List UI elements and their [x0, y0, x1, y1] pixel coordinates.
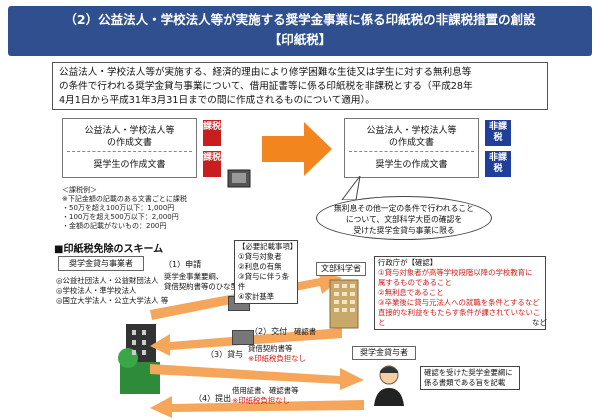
required-item: ④家計基準: [238, 292, 275, 301]
callout-line: 無利息その他一定の条件で行われること: [334, 204, 474, 213]
confirm-item: ③卒業後に貸与元法人への就職を条件とするなど: [378, 298, 540, 307]
step1-detail: 奨学金事業要綱、 貸借契約書等のひな型: [164, 272, 238, 292]
confirm-item: 直接的な利益をもたらす条件が課されていないこと: [378, 308, 541, 327]
government-building-icon: [329, 279, 359, 329]
condition-callout: 無利息その他一定の条件で行われること について、文部科学大臣の確認を 受けた奨学…: [316, 196, 492, 240]
after-doc2: 奨学生の作成文書: [375, 160, 448, 170]
header-title: （2）公益法人・学校法人等が実施する奨学金事業に係る印紙税の非課税措置の創設: [64, 12, 536, 27]
step4-label: （4）提出: [194, 394, 232, 403]
lender-types: ◎公益社団法人・公益財団法人 ◎学校法人・準学校法人 ◎国立大学法人・公立大学法…: [56, 276, 196, 306]
arrow-step3: [150, 364, 364, 390]
tax-examples-note: ＜課税例＞ ※下記金額の記載のある文書ごとに課税 ・50万を超え100万以下：1…: [62, 186, 232, 231]
mext-label: 文部科学省: [316, 262, 366, 276]
lender-type: ◎学校法人・準学校法人: [56, 286, 137, 295]
before-doc1-line2: の作成文書: [106, 138, 152, 148]
before-doc2: 奨学生の作成文書: [93, 160, 166, 170]
callout-line: について、文部科学大臣の確認を: [345, 215, 463, 224]
header-subtitle: 【印紙税】: [268, 32, 332, 47]
step3-note: ※印紙税負担なし: [248, 354, 306, 363]
step1-detail-line: 奨学金事業要綱、: [164, 272, 224, 281]
divider: [349, 151, 474, 152]
confirm-item: ②無利息であること: [378, 288, 444, 297]
lender-type: ◎国立大学法人・公立大学法人 等: [56, 296, 169, 305]
note-line: ・100万を超え500万以下：2,000円: [62, 213, 179, 221]
callout-pointer: [341, 176, 361, 200]
required-item: ②利息の有無: [238, 262, 282, 271]
step2-doc: 確認書: [294, 327, 317, 336]
confirm-title: 行政庁が【確認】: [378, 258, 438, 267]
transition-arrow-icon: [262, 122, 332, 176]
required-items-box: 【必要記載事項】 ①貸与対象者 ②利息の有無 ③貸与に伴う条件 ④家計基準: [234, 240, 298, 304]
recipient-label: 奨学金貸与者: [352, 346, 416, 360]
recipient-note-line: 係る書類である旨を記載: [424, 378, 506, 387]
required-title: 【必要記載事項】: [238, 242, 298, 251]
note-line: ・50万を超え100万以下：1,000円: [62, 204, 175, 212]
step2-label: （2）交付: [250, 327, 288, 336]
required-item: ①貸与対象者: [238, 252, 282, 261]
recipient-note-line: 確認を受けた奨学金要綱に: [424, 368, 513, 377]
revenue-stamp-icon: [227, 169, 251, 188]
after-documents-box: 公益法人・学校法人等 の作成文書 奨学生の作成文書: [344, 118, 479, 178]
before-doc1-line1: 公益法人・学校法人等: [84, 126, 175, 136]
step1-detail-line: 貸借契約書等のひな型: [164, 282, 238, 291]
step4-note: ※印紙税負担なし: [232, 396, 290, 405]
step1-label: （1）申請: [164, 260, 202, 269]
arrow-step4: [150, 396, 364, 418]
note-line: ・金額の記載がないもの：200円: [62, 222, 167, 230]
step3-doc: 貸借契約書等: [248, 344, 293, 353]
after-doc1-line2: の作成文書: [388, 138, 434, 148]
confirm-item: 属するものであること: [378, 278, 452, 287]
nontax-tag: 非課税: [485, 151, 511, 177]
description-line: の条件で行われる奨学金貸与事業について、借用証書等に係る印紙税を非課税とする（平…: [59, 81, 473, 92]
recipient-note-box: 確認を受けた奨学金要綱に 係る書類である旨を記載: [420, 366, 520, 390]
lender-label: 奨学金貸与事業者: [58, 256, 144, 271]
note-line: ※下記金額の記載のある文書ごとに課税: [62, 195, 187, 203]
scheme-title: ■印紙税免除のスキーム: [54, 244, 164, 255]
student-person-icon: [374, 365, 404, 406]
callout-line: 受けた奨学金貸与事業に限る: [353, 226, 455, 235]
description-line: 4月1日から平成31年3月31日までの間に作成されるものについて適用）。: [59, 95, 375, 106]
confirmation-box: 行政庁が【確認】 ①貸与対象者が高等学校段階以降の学校教育に 属するものであるこ…: [374, 256, 546, 330]
nontax-tag: 非課税: [485, 120, 511, 146]
step3-label: （3）貸与: [206, 350, 244, 359]
step4-doc: 借用証書、確認書等: [232, 386, 299, 395]
before-documents-box: 公益法人・学校法人等 の作成文書 奨学生の作成文書: [62, 118, 197, 178]
document-stamp-icon: [232, 330, 254, 345]
description-box: 公益法人・学校法人等が実施する、経済的理由により修学困難な生徒又は学生に対する無…: [52, 62, 548, 110]
page-header: （2）公益法人・学校法人等が実施する奨学金事業に係る印紙税の非課税措置の創設 【…: [8, 6, 592, 56]
tax-tag: 課税: [203, 120, 221, 146]
confirm-etc: など: [532, 318, 547, 327]
after-doc1-line1: 公益法人・学校法人等: [366, 126, 457, 136]
lender-type: ◎公益社団法人・公益財団法人: [56, 276, 159, 285]
tax-tag: 課税: [203, 151, 221, 177]
description-line: 公益法人・学校法人等が実施する、経済的理由により修学困難な生徒又は学生に対する無…: [59, 67, 472, 78]
divider: [67, 151, 192, 152]
required-item: ③貸与に伴う条件: [238, 272, 289, 291]
confirm-item: ①貸与対象者が高等学校段階以降の学校教育に: [378, 268, 533, 277]
lender-building-icon: [118, 324, 160, 394]
note-line: ＜課税例＞: [62, 186, 97, 194]
